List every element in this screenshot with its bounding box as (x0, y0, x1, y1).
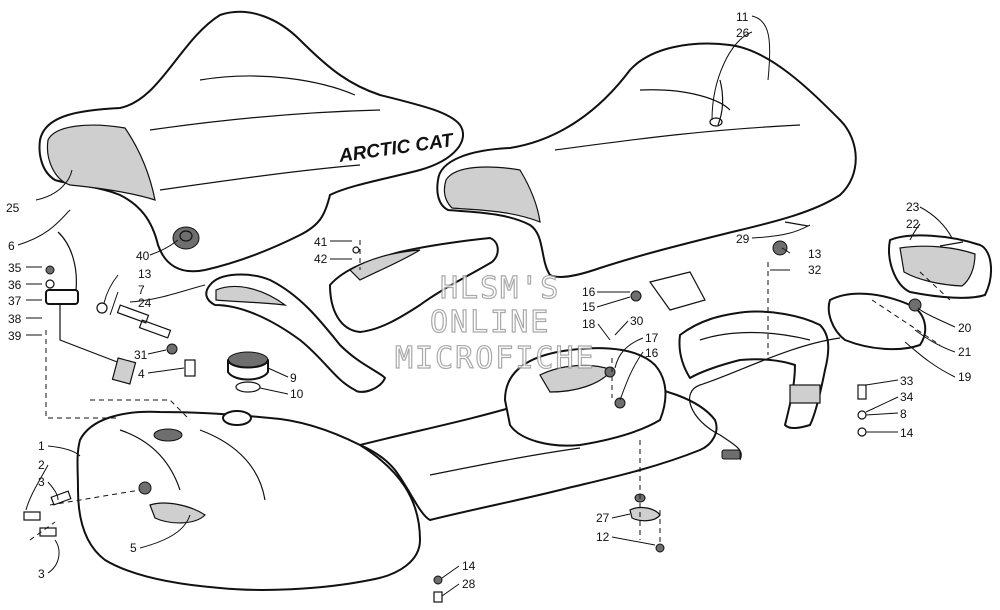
grab-bar (678, 310, 830, 429)
callout-17: 17 (645, 331, 659, 345)
callout-30: 30 (630, 314, 644, 328)
callout-29: 29 (736, 232, 750, 246)
callout-4: 4 (138, 367, 145, 381)
fuel-level-sender (45, 231, 137, 385)
callout-10: 10 (290, 387, 304, 401)
callout-1: 1 (38, 439, 45, 453)
callout-37: 37 (8, 294, 22, 308)
callout-13-right: 13 (808, 247, 822, 261)
callout-27: 27 (596, 511, 610, 525)
seat-base-tunnel (359, 347, 718, 521)
callout-38: 38 (8, 312, 22, 326)
assembly-guide-lines (29, 240, 951, 545)
callout-16-lower: 16 (645, 346, 659, 360)
callout-25: 25 (6, 201, 20, 215)
callout-6: 6 (8, 239, 15, 253)
callout-14-bottom: 14 (462, 559, 476, 573)
callout-41: 41 (314, 235, 328, 249)
fuel-tank (76, 410, 421, 591)
callout-36: 36 (8, 278, 22, 292)
side-trim-panel (205, 273, 386, 393)
callout-19: 19 (958, 370, 972, 384)
callout-16-upper: 16 (582, 285, 596, 299)
wire-connector (721, 449, 741, 460)
callout-32: 32 (808, 263, 822, 277)
callout-2: 2 (38, 458, 45, 472)
callout-3-upper: 3 (38, 475, 45, 489)
callout-31: 31 (134, 348, 148, 362)
callout-35: 35 (8, 261, 22, 275)
callout-7: 7 (138, 283, 145, 297)
callout-5: 5 (130, 541, 137, 555)
fuel-cap (227, 351, 269, 393)
callout-23: 23 (906, 200, 920, 214)
callout-26: 26 (736, 26, 750, 40)
callout-18: 18 (582, 317, 596, 331)
callout-33: 33 (900, 374, 914, 388)
callout-13-left: 13 (138, 267, 152, 281)
front-seat: ARCTIC CAT (38, 10, 465, 273)
callout-24: 24 (138, 296, 152, 310)
callout-34: 34 (900, 390, 914, 404)
callout-11: 11 (736, 10, 749, 24)
callout-leader-lines (17, 15, 956, 597)
tail-light-wire (689, 337, 841, 461)
callout-labels: 11 26 25 6 40 41 42 29 23 22 35 36 37 38… (6, 10, 972, 591)
callout-40: 40 (136, 249, 150, 263)
seat-knob (172, 226, 200, 250)
callout-21: 21 (958, 345, 972, 359)
seat-bracket (329, 237, 499, 333)
callout-22: 22 (906, 217, 920, 231)
callout-20: 20 (958, 321, 972, 335)
watermark-line-1: HLSM'S (440, 271, 560, 306)
callout-42: 42 (314, 252, 328, 266)
watermark-line-3: MICROFICHE (395, 341, 596, 376)
watermark: HLSM'S ONLINE MICROFICHE (394, 270, 596, 376)
callout-15: 15 (582, 300, 596, 314)
callout-12: 12 (596, 530, 610, 544)
rear-seat (436, 42, 857, 278)
watermark-line-2: ONLINE (430, 305, 550, 340)
callout-8: 8 (900, 407, 907, 421)
callout-3-lower: 3 (38, 567, 45, 581)
callout-14-right: 14 (900, 426, 914, 440)
callout-39: 39 (8, 329, 22, 343)
callout-28: 28 (462, 577, 476, 591)
callout-9: 9 (290, 371, 297, 385)
